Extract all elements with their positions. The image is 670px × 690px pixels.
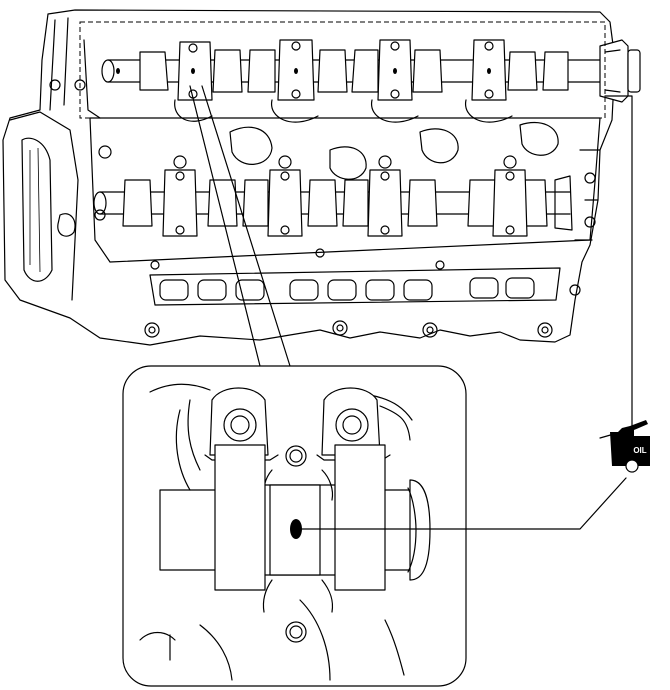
oil-reference-line <box>604 95 633 429</box>
oil-can-icon: OIL <box>599 420 650 473</box>
callout-leader <box>189 85 291 367</box>
oil-pointer-line <box>301 477 627 530</box>
highlight-box <box>79 21 606 119</box>
exhaust-camshaft <box>93 155 573 237</box>
intake-camshaft <box>101 39 641 123</box>
oil-hole <box>290 519 302 539</box>
cam-lobe-right <box>334 444 386 591</box>
detail-inset <box>122 365 467 687</box>
cam-lobe-left <box>214 444 266 591</box>
oil-label: OIL <box>633 446 646 455</box>
